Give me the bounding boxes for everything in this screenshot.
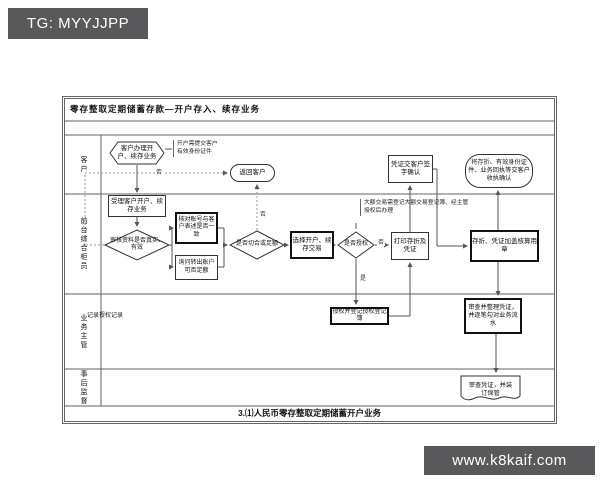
- node-text: 审核资料是否真实、有效: [110, 237, 165, 252]
- note-large-transaction: 大额交易需登记大额交易登记簿、经主管授权后办理: [360, 199, 473, 217]
- lane-label-teller: 前台综合柜员: [65, 194, 101, 294]
- node-archive-vouchers: 审查凭证，并装订保管: [460, 375, 521, 404]
- hexagon-shape-icon: [109, 141, 165, 165]
- tg-watermark-badge: TG: MYYJJPP: [8, 8, 148, 39]
- node-stamp-seal: 存折、凭证加盖核算用章: [470, 230, 539, 262]
- node-handover-customer: 将存折、有效身份证件、业务回执等交客户收执确认: [465, 154, 533, 188]
- node-return-customer: 返回客户: [230, 164, 275, 182]
- node-text: 客户办理开户、续存业务: [117, 144, 157, 160]
- lane-label-text: 事后监督: [80, 369, 87, 406]
- node-accept-business: 受理客户开户、续存业务: [108, 195, 166, 217]
- node-check-material-decision: 审核资料是否真实、有效: [104, 229, 170, 261]
- edge-label-no: 否: [377, 237, 386, 246]
- node-review-vouchers: 审查并整理凭证，并逐笔勾对业务流水: [464, 298, 522, 334]
- node-select-transaction: 选择开户、续存交易: [290, 231, 334, 259]
- node-auth-decision: 是否授权: [337, 231, 375, 259]
- node-text: 审查凭证，并装订保管: [468, 381, 513, 397]
- lane-label-text: 客户: [80, 155, 87, 174]
- edge-label-no: 否: [155, 167, 164, 176]
- diamond-shape-icon: [104, 229, 170, 261]
- node-customer-start: 客户办理开户、续存业务: [109, 141, 165, 165]
- note-id-required: 开户需提交客户有效身份证件: [173, 140, 220, 158]
- node-sign-confirm: 凭证交客户签字确认: [388, 155, 433, 183]
- node-text: 是否授权: [343, 241, 368, 248]
- flowchart-frame: 零存整取定期储蓄存款—开户存入、续存业务 3.⑴人民币零存整取定期储蓄开户业务 …: [62, 96, 557, 424]
- node-authorize-register: 授权并登记授权登记簿: [330, 307, 389, 325]
- lane-label-text: 业务主管: [80, 313, 87, 350]
- flow-connectors: [65, 120, 554, 407]
- note-record-authorization: 记录授权记录: [87, 313, 124, 319]
- node-ask-balance: 询问转出账户可否足额: [175, 255, 218, 280]
- lane-label-customer: 客户: [65, 135, 101, 194]
- flowchart-canvas: 零存整取定期储蓄存款—开户存入、续存业务 3.⑴人民币零存整取定期储蓄开户业务 …: [65, 99, 554, 421]
- document-shape-icon: [460, 375, 521, 401]
- edge-label-no: 否: [259, 209, 268, 218]
- lane-label-post-supervision: 事后监督: [65, 369, 101, 406]
- lane-label-text: 前台综合柜员: [80, 217, 87, 271]
- node-print-passbook: 打印存折及凭证: [391, 232, 429, 260]
- node-match-decision: 是否切合或足额: [229, 230, 285, 260]
- diamond-shape-icon: [229, 230, 285, 260]
- flowchart-caption: 3.⑴人民币零存整取定期储蓄开户业务: [237, 408, 382, 418]
- node-verify-account: 核对账号与客户表述是否一致: [175, 212, 218, 244]
- node-text: 是否切合或足额: [235, 241, 278, 248]
- edge-label-yes: 是: [359, 273, 368, 282]
- diamond-shape-icon: [337, 231, 375, 259]
- site-watermark-badge: www.k8kaif.com: [424, 446, 595, 475]
- lane-label-supervisor: 业务主管: [65, 294, 101, 369]
- flowchart-title: 零存整取定期储蓄存款—开户存入、续存业务: [70, 104, 261, 114]
